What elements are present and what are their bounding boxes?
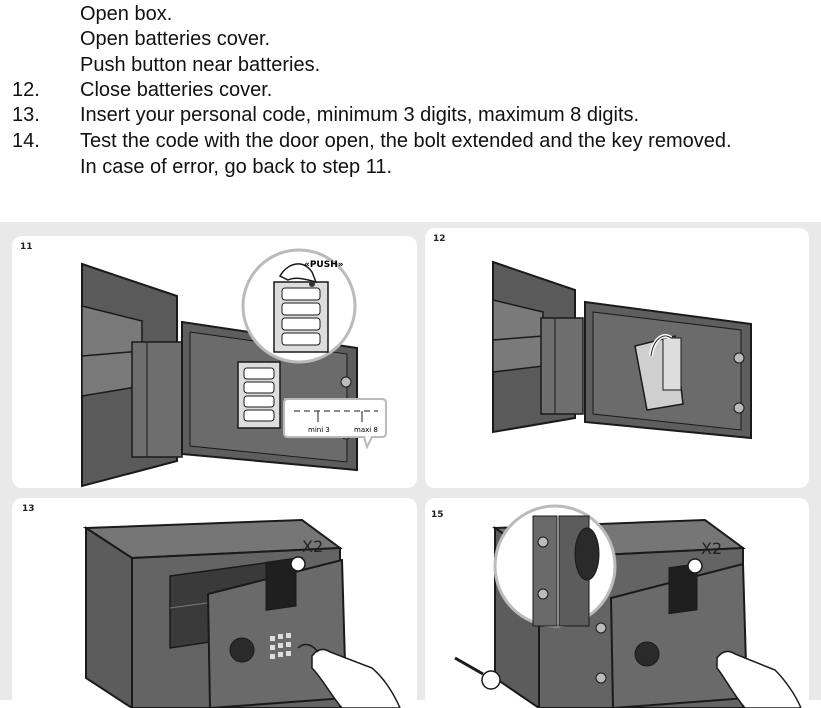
panel-label: 13	[22, 504, 35, 514]
panel-label: 15	[431, 510, 444, 520]
illustration-grid: 11	[0, 222, 821, 708]
step-number: 14.	[12, 130, 40, 152]
step-text: Close batteries cover.	[80, 79, 273, 101]
max-digits-label: maxi 8	[354, 426, 378, 434]
step-text: Test the code with the door open, the bo…	[80, 130, 732, 152]
safe-open-battery-illustration: «PUSH» mini 3 maxi 8	[81, 248, 387, 488]
safe-close-cover-illustration	[492, 260, 752, 440]
panel-step-12: 12	[425, 228, 809, 488]
step-number: 13.	[12, 104, 40, 126]
min-digits-label: mini 3	[308, 426, 330, 434]
safe-enter-code-illustration: X2	[82, 518, 401, 708]
safe-test-code-illustration: X2	[454, 504, 802, 708]
panel-step-15: 15 X2	[425, 498, 809, 708]
panel-label: 11	[20, 242, 33, 252]
push-label: «PUSH»	[304, 260, 344, 270]
press-twice-label: X2	[302, 537, 323, 556]
panel-step-11: 11	[12, 236, 417, 488]
step-text: In case of error, go back to step 11.	[80, 156, 393, 178]
panel-label: 12	[433, 234, 446, 244]
step-number: 12.	[12, 79, 40, 101]
press-twice-label: X2	[701, 539, 722, 558]
step-text: Insert your personal code, minimum 3 dig…	[80, 104, 640, 126]
panel-step-13: 13 X2	[12, 498, 417, 708]
